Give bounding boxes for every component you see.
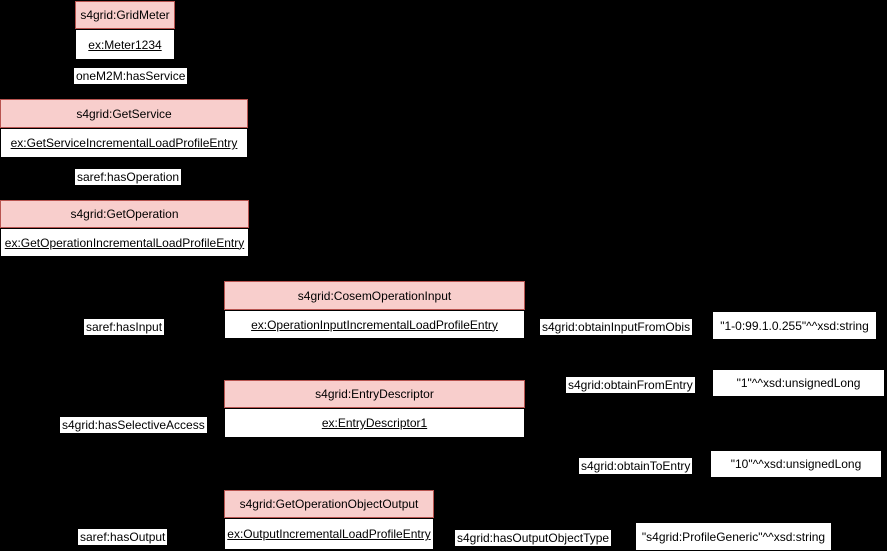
literal-obis-code: "1-0:99.1.0.255"^^xsd:string xyxy=(712,311,877,340)
class-node-gridmeter: s4grid:GridMeter ex:Meter1234 xyxy=(75,1,175,60)
instance-box: ex:OperationInputIncrementalLoadProfileE… xyxy=(224,310,525,339)
instance-box: ex:EntryDescriptor1 xyxy=(224,408,525,438)
edge-label-has-operation: saref:hasOperation xyxy=(75,169,182,185)
class-header: s4grid:GetService xyxy=(0,99,248,128)
edge-label-obtain-from-entry: s4grid:obtainFromEntry xyxy=(566,377,695,393)
edge-label-obtain-to-entry: s4grid:obtainToEntry xyxy=(579,458,693,474)
instance-link-getservice-entry[interactable]: ex:GetServiceIncrementalLoadProfileEntry xyxy=(10,136,238,150)
instance-box: ex:GetServiceIncrementalLoadProfileEntry xyxy=(0,128,248,158)
instance-box: ex:OutputIncrementalLoadProfileEntry xyxy=(224,518,434,550)
class-header: s4grid:EntryDescriptor xyxy=(224,380,525,408)
class-header: s4grid:GetOperationObjectOutput xyxy=(224,490,434,518)
class-node-cosemoperationinput: s4grid:CosemOperationInput ex:OperationI… xyxy=(224,281,525,339)
edge-label-has-selective-access: s4grid:hasSelectiveAccess xyxy=(60,417,207,433)
instance-link-operationinput-entry[interactable]: ex:OperationInputIncrementalLoadProfileE… xyxy=(251,317,498,332)
instance-box: ex:Meter1234 xyxy=(75,29,175,60)
edge-label-has-input: saref:hasInput xyxy=(84,319,165,335)
edge-label-has-output: saref:hasOutput xyxy=(78,529,168,545)
class-header: s4grid:GetOperation xyxy=(0,200,249,228)
class-node-entrydescriptor: s4grid:EntryDescriptor ex:EntryDescripto… xyxy=(224,380,525,438)
instance-link-output-entry[interactable]: ex:OutputIncrementalLoadProfileEntry xyxy=(227,527,431,541)
class-node-getoperation: s4grid:GetOperation ex:GetOperationIncre… xyxy=(0,200,249,257)
edge-label-has-service: oneM2M:hasService xyxy=(74,68,188,84)
class-header: s4grid:GridMeter xyxy=(75,1,175,29)
edge-label-has-output-object-type: s4grid:hasOutputObjectType xyxy=(455,530,612,546)
instance-link-entrydescriptor1[interactable]: ex:EntryDescriptor1 xyxy=(321,416,428,430)
instance-box: ex:GetOperationIncrementalLoadProfileEnt… xyxy=(0,228,249,257)
class-node-getservice: s4grid:GetService ex:GetServiceIncrement… xyxy=(0,99,248,158)
class-node-getoperationobjectoutput: s4grid:GetOperationObjectOutput ex:Outpu… xyxy=(224,490,434,550)
literal-to-entry-value: "10"^^xsd:unsignedLong xyxy=(710,450,882,478)
edge-label-obtain-input-from-obis: s4grid:obtainInputFromObis xyxy=(540,319,693,335)
literal-from-entry-value: "1"^^xsd:unsignedLong xyxy=(712,369,885,397)
instance-link-meter1234[interactable]: ex:Meter1234 xyxy=(88,37,162,52)
class-header: s4grid:CosemOperationInput xyxy=(224,281,525,310)
literal-output-object-type: "s4grid:ProfileGeneric"^^xsd:string xyxy=(635,522,832,551)
instance-link-getoperation-entry[interactable]: ex:GetOperationIncrementalLoadProfileEnt… xyxy=(4,235,245,250)
